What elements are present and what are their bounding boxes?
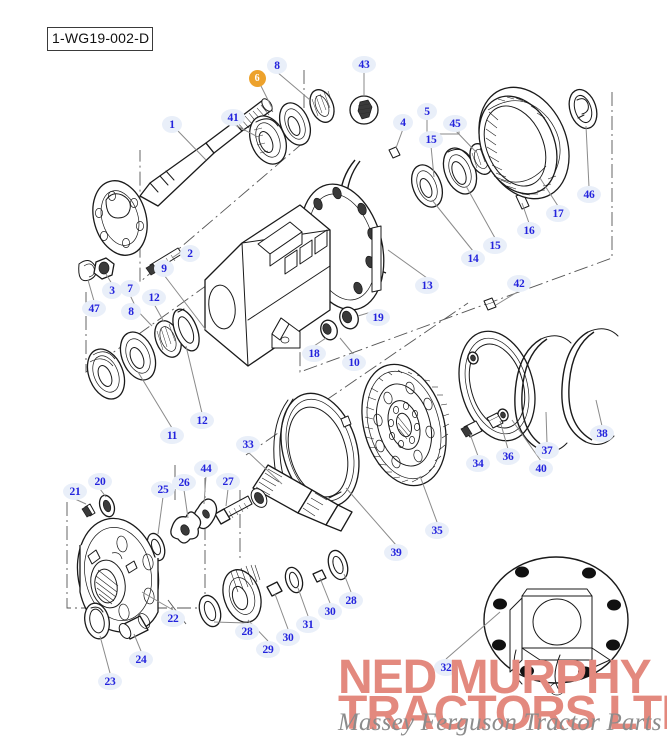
part-plug-42	[483, 297, 497, 311]
callout-badge-31[interactable]: 31	[296, 616, 320, 633]
part-hub-22	[76, 517, 160, 633]
part-bolt-27	[214, 495, 253, 525]
part-axle-shaft	[92, 98, 274, 256]
callout-badge-43[interactable]: 43	[352, 56, 376, 73]
callout-badge-4[interactable]: 4	[393, 114, 413, 131]
callout-badge-30[interactable]: 30	[318, 603, 342, 620]
callout-badge-23[interactable]: 23	[98, 673, 122, 690]
callout-badge-7[interactable]: 7	[120, 280, 140, 297]
callout-badge-5[interactable]: 5	[417, 103, 437, 120]
callout-badge-8[interactable]: 8	[267, 57, 287, 74]
part-seal-14	[410, 164, 444, 208]
part-seal-6	[278, 102, 312, 146]
part-bush-18	[320, 319, 338, 341]
callout-badge-19[interactable]: 19	[366, 309, 390, 326]
part-washer-25	[146, 532, 166, 562]
part-gear-29	[222, 564, 262, 623]
part-cap-47	[78, 260, 97, 282]
callout-badge-41[interactable]: 41	[221, 109, 245, 126]
part-washer-20	[98, 494, 116, 518]
part-seal-ring-38	[561, 328, 619, 445]
part-pin-36	[486, 412, 504, 429]
part-sleeve-31	[312, 569, 327, 583]
callout-badge-28[interactable]: 28	[339, 592, 363, 609]
callout-badge-33[interactable]: 33	[236, 436, 260, 453]
part-ring-gear-17	[478, 86, 570, 200]
callout-badge-2[interactable]: 2	[180, 245, 200, 262]
callout-badge-8[interactable]: 8	[121, 303, 141, 320]
callout-badge-10[interactable]: 10	[342, 354, 366, 371]
callout-badge-28[interactable]: 28	[235, 623, 259, 640]
diagram-code-label: 1-WG19-002-D	[47, 27, 153, 51]
callout-badge-27[interactable]: 27	[216, 473, 240, 490]
callout-badge-40[interactable]: 40	[529, 460, 553, 477]
callout-badge-15[interactable]: 15	[483, 237, 507, 254]
callout-badge-14[interactable]: 14	[461, 250, 485, 267]
callout-badge-36[interactable]: 36	[496, 448, 520, 465]
part-inset-flange-32	[483, 556, 629, 696]
callout-badge-39[interactable]: 39	[384, 544, 408, 561]
part-bolt-21	[81, 503, 96, 518]
callout-badge-18[interactable]: 18	[302, 345, 326, 362]
callout-badge-25[interactable]: 25	[151, 481, 175, 498]
callout-badge-12[interactable]: 12	[142, 289, 166, 306]
callout-badge-26[interactable]: 26	[172, 474, 196, 491]
callout-badge-9[interactable]: 9	[154, 260, 174, 277]
part-cup-7	[119, 331, 157, 381]
callout-badge-17[interactable]: 17	[546, 205, 570, 222]
part-roller-bearing-8	[309, 89, 335, 123]
part-washer-30b	[284, 566, 304, 594]
callout-badge-1[interactable]: 1	[162, 116, 182, 133]
part-snapring-23	[84, 602, 110, 640]
callout-badge-37[interactable]: 37	[535, 442, 559, 459]
callout-badge-21[interactable]: 21	[63, 483, 87, 500]
callout-badge-12[interactable]: 12	[190, 412, 214, 429]
callout-badge-22[interactable]: 22	[161, 610, 185, 627]
callout-badge-20[interactable]: 20	[88, 473, 112, 490]
callout-badge-35[interactable]: 35	[425, 522, 449, 539]
part-sleeve-30a	[266, 581, 283, 597]
callout-badge-30[interactable]: 30	[276, 629, 300, 646]
part-differential-housing	[204, 183, 385, 367]
callout-badge-13[interactable]: 13	[415, 277, 439, 294]
callout-badge-6[interactable]: 6	[249, 70, 265, 86]
part-spider-26	[170, 511, 202, 544]
part-snapring-46	[568, 88, 598, 130]
part-plug-43	[349, 95, 379, 125]
part-dowel-4	[388, 146, 401, 159]
callout-badge-3[interactable]: 3	[102, 282, 122, 299]
part-brake-housing-39	[273, 392, 360, 508]
part-splined-shaft-33	[250, 464, 353, 532]
part-washer-28a	[198, 594, 222, 628]
callout-badge-47[interactable]: 47	[82, 300, 106, 317]
callout-badge-16[interactable]: 16	[517, 222, 541, 239]
part-bush-19	[339, 306, 359, 330]
part-washer-28b	[327, 549, 349, 581]
callout-badge-46[interactable]: 46	[577, 186, 601, 203]
part-brake-disc-35	[361, 363, 450, 487]
callout-badge-44[interactable]: 44	[194, 460, 218, 477]
part-nut-3	[93, 257, 115, 280]
part-retainer-12	[172, 308, 200, 352]
callout-badge-15[interactable]: 15	[419, 131, 443, 148]
callout-badge-24[interactable]: 24	[129, 651, 153, 668]
callout-badge-45[interactable]: 45	[443, 115, 467, 132]
callout-badge-42[interactable]: 42	[507, 275, 531, 292]
callout-badge-38[interactable]: 38	[590, 425, 614, 442]
callout-badge-29[interactable]: 29	[256, 641, 280, 658]
callout-badge-11[interactable]: 11	[160, 427, 184, 444]
callout-badge-34[interactable]: 34	[466, 455, 490, 472]
part-bolt-34	[460, 420, 483, 438]
part-bearing-11	[86, 348, 126, 400]
callout-badge-32[interactable]: 32	[434, 659, 458, 676]
part-bearing-15	[442, 147, 478, 195]
part-sleeve-24	[118, 613, 151, 640]
